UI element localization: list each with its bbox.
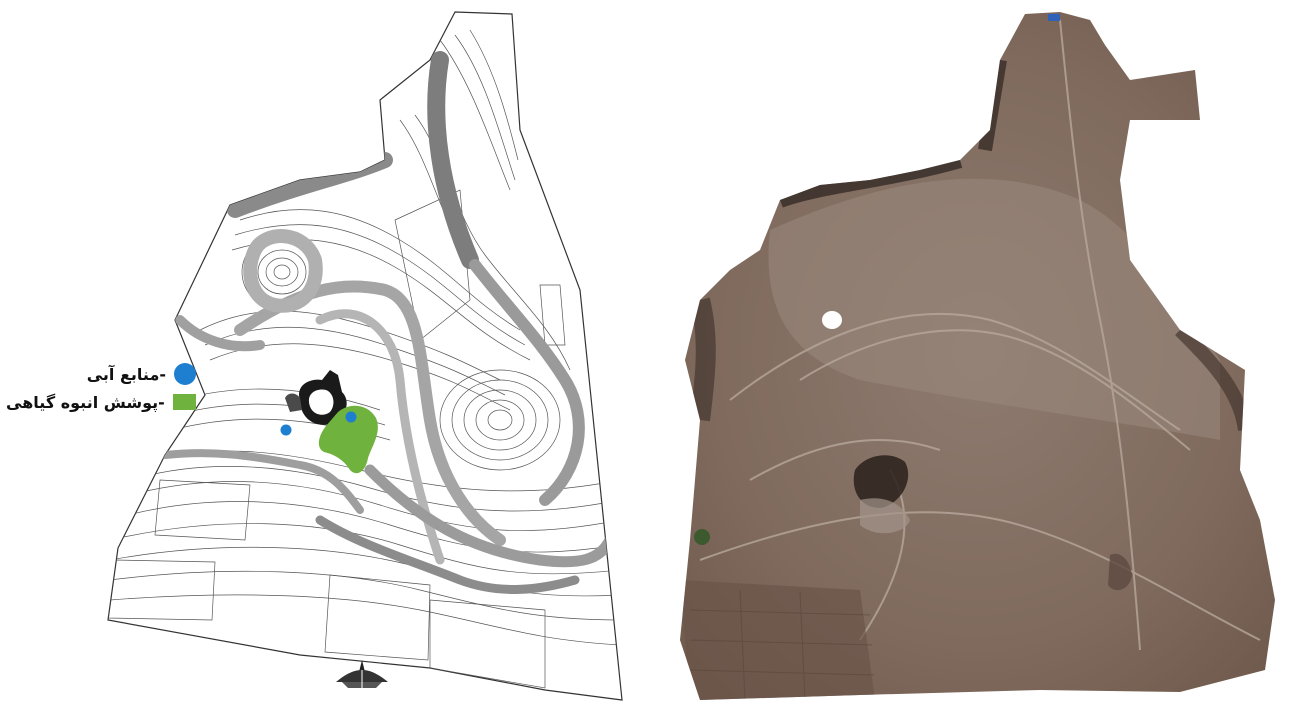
legend-item-vegetation: -پوشش انبوه گیاهی (6, 388, 196, 416)
map-legend: -منابع آبی -پوشش انبوه گیاهی (6, 360, 196, 416)
aerial-photo-svg (680, 12, 1275, 700)
vegetation-legend-icon (172, 394, 196, 410)
north-arrow-icon (336, 660, 388, 688)
vegetation-patch (318, 405, 378, 474)
aerial-photo (660, 0, 1295, 704)
legend-label: -منابع آبی (86, 364, 166, 384)
water-source-marker (280, 424, 292, 436)
water-source-legend-icon (174, 363, 196, 385)
cistern-spot (822, 311, 842, 329)
contour-map-svg (107, 11, 623, 701)
topographic-map: -منابع آبی -پوشش انبوه گیاهی (6, 11, 623, 701)
water-source-marker (345, 411, 357, 423)
legend-item-water: -منابع آبی (6, 360, 196, 388)
legend-label: -پوشش انبوه گیاهی (6, 392, 165, 412)
central-structure (285, 370, 347, 425)
